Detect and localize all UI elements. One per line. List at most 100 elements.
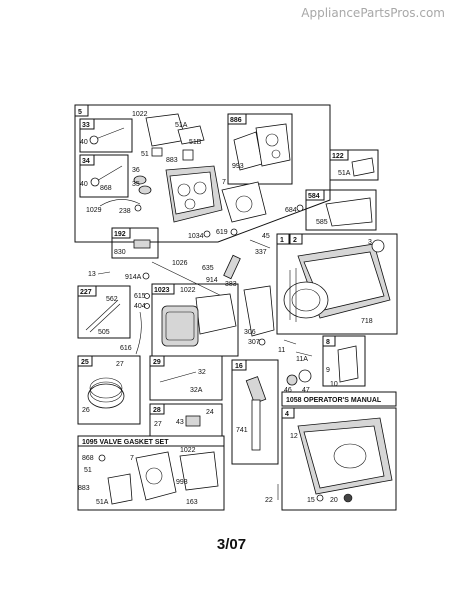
box-5-label: 5 xyxy=(78,109,82,116)
box-28-group: 28 27 43 24 xyxy=(149,403,223,437)
callout-163: 163 xyxy=(186,499,198,506)
callout-27a: 27 xyxy=(116,361,124,368)
box-192-label: 192 xyxy=(114,231,126,238)
callout-306: 306 xyxy=(244,329,256,336)
operators-manual-group: 1058 OPERATOR'S MANUAL xyxy=(281,391,397,407)
cylinder-block-group: 1 2 3 718 xyxy=(276,233,398,335)
callout-47: 47 xyxy=(302,387,310,394)
callout-1034: 1034 xyxy=(188,233,204,240)
callout-1022b: 1022 xyxy=(180,287,196,294)
cylinder-block xyxy=(283,243,391,322)
callout-22: 22 xyxy=(265,497,273,504)
callout-32: 32 xyxy=(198,369,206,376)
callout-914: 914 xyxy=(206,277,218,284)
callout-1026: 1026 xyxy=(172,260,188,267)
callout-993b: 993 xyxy=(176,479,188,486)
page-footer: 3/07 xyxy=(216,536,247,553)
box-584-group: 584 585 xyxy=(305,189,377,231)
box-29-label: 29 xyxy=(153,359,161,366)
watermark: AppliancePartsPros.com xyxy=(301,6,445,20)
box-1023-label: 1023 xyxy=(154,287,170,294)
callout-7b: 7 xyxy=(130,455,134,462)
box-1023-group: 1023 1022 xyxy=(151,283,239,357)
callout-40a: 40 xyxy=(80,139,88,146)
box-8-label: 8 xyxy=(326,339,330,346)
callout-585: 585 xyxy=(316,219,328,226)
callout-1022c: 1022 xyxy=(180,447,196,454)
callout-3: 3 xyxy=(368,239,372,246)
operators-manual-label: 1058 OPERATOR'S MANUAL xyxy=(286,397,382,404)
box-33 xyxy=(79,118,133,153)
callout-616: 616 xyxy=(120,345,132,352)
callout-12: 12 xyxy=(290,433,298,440)
callout-51a: 51 xyxy=(141,151,149,158)
crankcase-sump xyxy=(297,417,393,495)
box-33-label: 33 xyxy=(82,122,90,129)
box-122-group: 122 51A xyxy=(329,149,379,181)
box-886 xyxy=(227,113,293,185)
callout-914A: 914A xyxy=(125,274,142,281)
callout-10: 10 xyxy=(330,381,338,388)
callout-830: 830 xyxy=(114,249,126,256)
callout-684: 684 xyxy=(285,207,297,214)
callout-51Ac: 51A xyxy=(96,499,109,506)
muffler xyxy=(161,305,199,347)
valve-gasket-set-label: 1095 VALVE GASKET SET xyxy=(82,439,169,446)
callout-9: 9 xyxy=(326,367,330,374)
callout-51Ab: 51A xyxy=(338,170,351,177)
box-122-label: 122 xyxy=(332,153,344,160)
valve-gasket-set-group: 1095 VALVE GASKET SET 868 51 883 51A 7 1… xyxy=(77,435,225,511)
callout-562: 562 xyxy=(106,296,118,303)
callout-615: 615 xyxy=(134,293,146,300)
box-8-group: 8 9 10 xyxy=(322,335,366,388)
callout-307: 307 xyxy=(248,339,260,346)
callout-35: 35 xyxy=(132,181,140,188)
box-4-label: 4 xyxy=(285,411,289,418)
callout-26: 26 xyxy=(82,407,90,414)
callout-51Aa: 51A xyxy=(175,122,188,129)
box-25-group: 25 27 26 xyxy=(77,355,141,425)
cylinder-head xyxy=(165,165,223,223)
box-4-group: 4 12 15 20 xyxy=(281,407,397,511)
box-25-label: 25 xyxy=(81,359,89,366)
callout-15: 15 xyxy=(307,497,315,504)
callout-43: 43 xyxy=(176,419,184,426)
callout-20: 20 xyxy=(330,497,338,504)
box-227-group: 227 562 505 xyxy=(77,285,131,339)
box-192-group: 192 830 xyxy=(111,227,159,259)
callout-868b: 868 xyxy=(82,455,94,462)
callout-27b: 27 xyxy=(154,421,162,428)
box-2-label: 2 xyxy=(293,237,297,244)
callout-635: 635 xyxy=(202,265,214,272)
box-16-group: 16 741 xyxy=(231,359,279,465)
callout-11A: 11A xyxy=(296,356,308,363)
box-34 xyxy=(79,154,129,198)
box-34-label: 34 xyxy=(82,158,90,165)
cylinder-head-assembly-group: 5 33 40 34 40 868 1022 51A 51B 51 883 36… xyxy=(74,104,331,243)
box-886-label: 886 xyxy=(230,117,242,124)
callout-404: 404 xyxy=(134,303,146,310)
box-227-label: 227 xyxy=(80,289,92,296)
callout-868a: 868 xyxy=(100,185,112,192)
box-584-label: 584 xyxy=(308,193,320,200)
callout-505: 505 xyxy=(98,329,110,336)
box-16-label: 16 xyxy=(235,363,243,370)
box-28-label: 28 xyxy=(153,407,161,414)
callout-1022a: 1022 xyxy=(132,111,148,118)
callout-24: 24 xyxy=(206,409,214,416)
callout-13: 13 xyxy=(88,271,96,278)
callout-11: 11 xyxy=(278,347,285,354)
callout-993a: 993 xyxy=(232,163,244,170)
callout-718: 718 xyxy=(361,318,373,325)
callout-36: 36 xyxy=(132,167,140,174)
callout-40b: 40 xyxy=(80,181,88,188)
callout-51b: 51 xyxy=(84,467,92,474)
callout-619: 619 xyxy=(216,229,228,236)
callout-51Ba: 51B xyxy=(189,139,202,146)
callout-883a: 883 xyxy=(166,157,178,164)
callout-32A: 32A xyxy=(190,387,203,394)
callout-46: 46 xyxy=(284,387,292,394)
callout-337: 337 xyxy=(255,249,267,256)
callout-45: 45 xyxy=(262,233,270,240)
